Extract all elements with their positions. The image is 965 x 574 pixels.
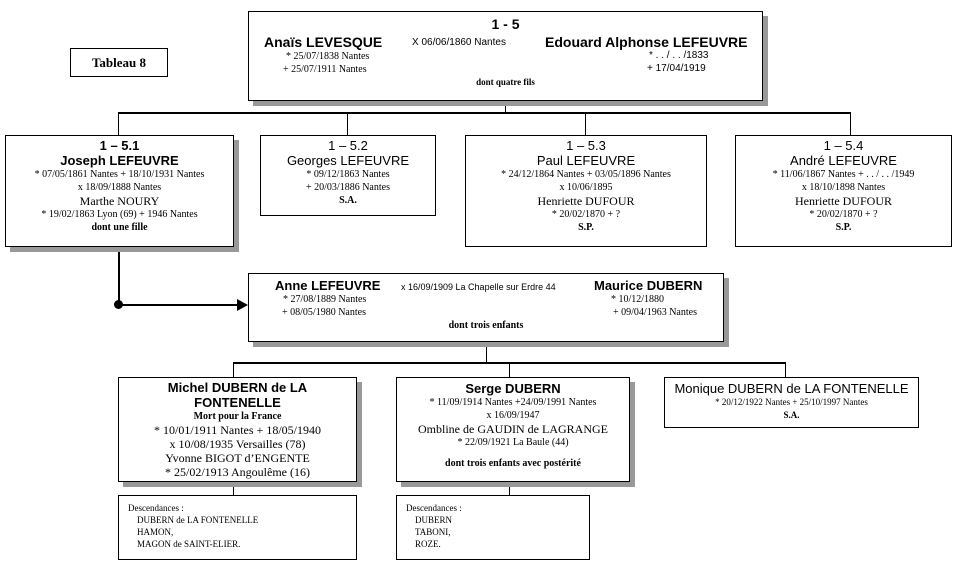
husband-death: + 09/04/1963 Nantes: [613, 307, 697, 318]
table-label: Tableau 8: [70, 48, 168, 77]
marriage: x 18/09/1888 Nantes: [77, 182, 162, 193]
person-name: Georges LEFEUVRE: [286, 153, 410, 168]
spouse-dates: * 19/02/1863 Lyon (69) + 1946 Nantes: [41, 209, 198, 220]
wife-name: Anne LEFEUVRE: [275, 278, 381, 293]
person-name: André LEFEUVRE: [790, 153, 897, 168]
spouse-dates: * 25/02/1913 Angoulême (16): [165, 465, 310, 479]
connector: [850, 113, 851, 135]
note: dont une fille: [91, 222, 148, 233]
child-box-5-1: 1 – 5.1 Joseph LEFEUVRE * 07/05/1861 Nan…: [5, 135, 234, 247]
spouse-dates: * 22/09/1921 La Baule (44): [457, 437, 569, 448]
descendants-box-serge: Descendances : DUBERN TABONI, ROZE.: [396, 495, 590, 560]
dates: * 07/05/1861 Nantes + 18/10/1931 Nantes: [34, 169, 205, 180]
connector: [118, 112, 851, 114]
person-name: Monique DUBERN de LA FONTENELLE: [674, 381, 909, 396]
honor: Mort pour la France: [193, 411, 282, 422]
spouse-dates: * 20/02/1870 + ?: [551, 209, 621, 220]
spouse-dates: * 20/02/1870 + ?: [809, 209, 878, 220]
dates: * 09/12/1863 Nantes: [306, 169, 390, 180]
dates: * 10/01/1911 Nantes + 18/05/1940: [154, 423, 321, 437]
child-box-5-3: 1 – 5.3 Paul LEFEUVRE * 24/12/1864 Nante…: [465, 135, 707, 247]
spouse-name: Marthe NOURY: [79, 194, 160, 208]
husband-birth: * 10/12/1880: [611, 294, 665, 305]
couple-box: Anne LEFEUVRE * 27/08/1889 Nantes + 08/0…: [248, 273, 724, 342]
person-name: Joseph LEFEUVRE: [60, 153, 179, 168]
husband-death: + 17/04/1919: [647, 63, 706, 74]
child-box-5-2: 1 – 5.2 Georges LEFEUVRE * 09/12/1863 Na…: [260, 135, 436, 216]
note: dont trois enfants: [448, 320, 524, 331]
connector: [486, 342, 487, 363]
generation-ref: 1 – 5.4: [823, 138, 864, 153]
connector: [233, 482, 234, 495]
person-name-cont: FONTENELLE: [194, 395, 281, 410]
connector: [233, 363, 234, 377]
descendant-item: ROZE.: [415, 539, 441, 549]
descendants-box-michel: Descendances : DUBERN de LA FONTENELLE H…: [118, 495, 357, 560]
marriage: x 16/09/1909 La Chapelle sur Erdre 44: [401, 282, 556, 292]
descendants-title: Descendances :: [406, 503, 462, 513]
descendant-item: TABONI,: [415, 527, 451, 537]
spouse-name: Henriette DUFOUR: [537, 194, 635, 208]
dates: * 11/09/1914 Nantes +24/09/1991 Nantes: [429, 397, 597, 408]
wife-birth: * 27/08/1889 Nantes: [283, 294, 367, 305]
note: S.P.: [578, 222, 594, 233]
spouse-name: Ombline de GAUDIN de LAGRANGE: [418, 422, 608, 436]
husband-name: Edouard Alphonse LEFEUVRE: [545, 34, 748, 50]
connector: [505, 101, 506, 113]
connector-dot: [114, 300, 123, 309]
wife-name: Anaïs LEVESQUE: [264, 34, 383, 50]
root-couple-box: 1 - 5 Anaïs LEVESQUE * 25/07/1838 Nantes…: [248, 11, 763, 101]
generation-ref: 1 – 5.1: [99, 138, 140, 153]
descendant-item: MAGON de SAINT-ELIER.: [137, 539, 241, 549]
connector: [785, 363, 786, 377]
note: S.A.: [783, 410, 800, 420]
descendant-item: DUBERN de LA FONTENELLE: [137, 515, 259, 525]
husband-birth: * . . / . . /1833: [649, 50, 709, 61]
marriage: x 10/08/1935 Versailles (78): [169, 437, 306, 451]
note: dont trois enfants avec postérité: [445, 458, 581, 469]
wife-birth: * 25/07/1838 Nantes: [286, 51, 370, 62]
arrow-head-icon: [237, 299, 248, 311]
dates: * 24/12/1864 Nantes + 03/05/1896 Nantes: [501, 169, 671, 180]
person-name: Serge DUBERN: [465, 381, 561, 396]
wife-death: + 08/05/1980 Nantes: [282, 307, 366, 318]
marriage: x 18/10/1898 Nantes: [801, 182, 886, 193]
connector: [347, 113, 348, 135]
connector: [118, 113, 119, 135]
grandchild-box-michel: Michel DUBERN de LA FONTENELLE Mort pour…: [118, 377, 357, 482]
marriage: X 06/06/1860 Nantes: [412, 37, 506, 48]
descendant-item: DUBERN: [415, 515, 453, 525]
dates: * 20/12/1922 Nantes + 25/10/1997 Nantes: [715, 397, 868, 407]
note: dont quatre fils: [476, 77, 535, 87]
connector: [509, 482, 510, 495]
generation-ref: 1 – 5.2: [328, 138, 368, 153]
descendants-title: Descendances :: [128, 503, 184, 513]
connector: [118, 247, 120, 305]
connector: [118, 304, 240, 306]
spouse-name: Yvonne BIGOT d’ENGENTE: [165, 451, 310, 465]
descendant-item: HAMON,: [137, 527, 174, 537]
death: + 20/03/1886 Nantes: [306, 182, 390, 193]
note: S.A.: [339, 195, 357, 206]
connector: [585, 113, 586, 135]
husband-name: Maurice DUBERN: [594, 278, 703, 293]
grandchild-box-monique: Monique DUBERN de LA FONTENELLE * 20/12/…: [664, 377, 919, 428]
spouse-name: Henriette DUFOUR: [795, 194, 892, 208]
note: S.P.: [835, 222, 852, 233]
dates: * 11/06/1867 Nantes + . . / . . /1949: [772, 169, 915, 180]
generation-ref: 1 – 5.3: [566, 138, 606, 153]
generation-ref: 1 - 5: [491, 16, 520, 32]
child-box-5-4: 1 – 5.4 André LEFEUVRE * 11/06/1867 Nant…: [735, 135, 952, 247]
connector: [509, 363, 510, 377]
wife-death: + 25/07/1911 Nantes: [283, 64, 367, 75]
grandchild-box-serge: Serge DUBERN * 11/09/1914 Nantes +24/09/…: [396, 377, 630, 482]
marriage: x 10/06/1895: [559, 182, 613, 193]
person-name: Michel DUBERN de LA: [167, 380, 308, 395]
person-name: Paul LEFEUVRE: [536, 153, 636, 168]
marriage: x 16/09/1947: [486, 410, 540, 421]
